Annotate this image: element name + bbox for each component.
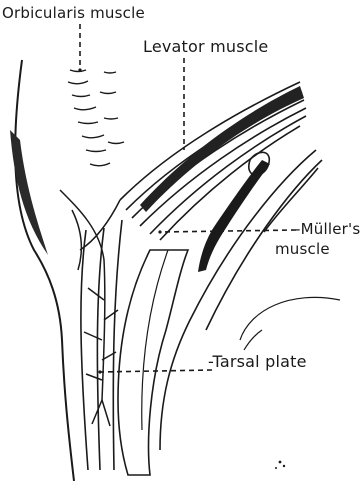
tarsal-plate-outline [118, 250, 188, 475]
anterior-lamella-lines [81, 220, 122, 470]
label-levator-muscle: Levator muscle [143, 38, 268, 55]
muller-muscle-strand [198, 160, 270, 272]
speck-marks [275, 461, 285, 469]
skin-contour [15, 60, 74, 481]
levator-dark-band [140, 86, 304, 212]
orbicularis-fibres [68, 70, 124, 166]
eyeball-inner-curve [244, 330, 262, 350]
eyeball-curve [240, 297, 340, 340]
leader-ticks [78, 68, 161, 373]
label-muller-muscle-line2: muscle [275, 241, 330, 258]
vessel-branches [60, 190, 120, 426]
label-muller-muscle-line1: -Müller's [295, 221, 360, 238]
label-tarsal-plate: -Tarsal plate [208, 353, 307, 370]
skin-shading [10, 130, 48, 255]
label-orbicularis-muscle: Orbicularis muscle [2, 5, 145, 22]
